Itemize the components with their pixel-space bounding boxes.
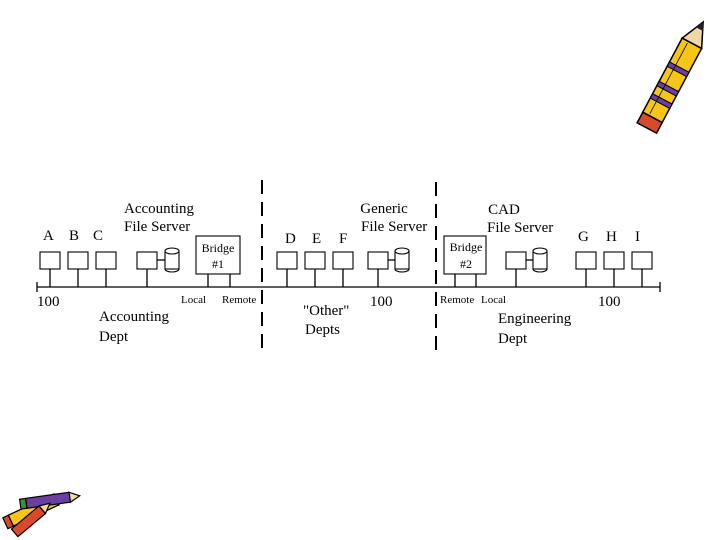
station-i [631, 251, 653, 287]
pencil-icon [636, 20, 705, 135]
station-a [39, 251, 61, 287]
station-e [304, 251, 326, 287]
cad-file-server [505, 247, 548, 287]
label-station-a: A [43, 228, 54, 244]
station-f [332, 251, 354, 287]
label-generic-server-line1: Generic [360, 201, 408, 217]
label-accounting-server-line1: Accounting [124, 201, 194, 217]
label-station-i: I [635, 229, 640, 245]
label-cad-server-line1: CAD [488, 202, 520, 218]
label-bridge1-line1: Bridge [202, 241, 235, 255]
label-bridge2-local: Local [481, 294, 506, 306]
label-cad-server-line2: File Server [487, 220, 553, 236]
bridge-2 [443, 235, 487, 287]
label-speed-middle: 100 [370, 294, 393, 310]
station-g [575, 251, 597, 287]
label-bridge1-remote: Remote [222, 294, 256, 306]
label-station-g: G [578, 229, 589, 245]
label-accounting-server-line2: File Server [124, 219, 190, 235]
label-bridge2-line2: #2 [460, 257, 472, 271]
generic-file-server [367, 247, 410, 287]
label-bridge1-line2: #1 [212, 257, 224, 271]
label-station-h: H [606, 229, 617, 245]
station-d [276, 251, 298, 287]
label-dept-accounting-line2: Dept [99, 329, 129, 345]
database-icon [164, 247, 180, 273]
label-station-c: C [93, 228, 103, 244]
label-speed-right: 100 [598, 294, 621, 310]
label-dept-other-line2: Depts [305, 322, 340, 338]
station-c [95, 251, 117, 287]
label-station-b: B [69, 228, 79, 244]
label-dept-other-line1: "Other" [303, 303, 349, 319]
label-station-f: F [339, 231, 347, 247]
station-b [67, 251, 89, 287]
station-h [603, 251, 625, 287]
label-bridge1-local: Local [181, 294, 206, 306]
label-station-e: E [312, 231, 321, 247]
label-bridge2-remote: Remote [440, 294, 474, 306]
label-dept-engineering-line2: Dept [498, 331, 528, 347]
label-bridge2-line1: Bridge [450, 240, 483, 254]
label-dept-engineering-line1: Engineering [498, 311, 572, 327]
label-generic-server-line2: File Server [361, 219, 427, 235]
label-dept-accounting-line1: Accounting [99, 309, 169, 325]
database-icon [532, 247, 548, 273]
label-station-d: D [285, 231, 296, 247]
database-icon [394, 247, 410, 273]
pencils-icon [2, 491, 82, 538]
label-speed-left: 100 [37, 294, 60, 310]
accounting-file-server [136, 247, 180, 287]
bridge-1 [195, 235, 241, 287]
